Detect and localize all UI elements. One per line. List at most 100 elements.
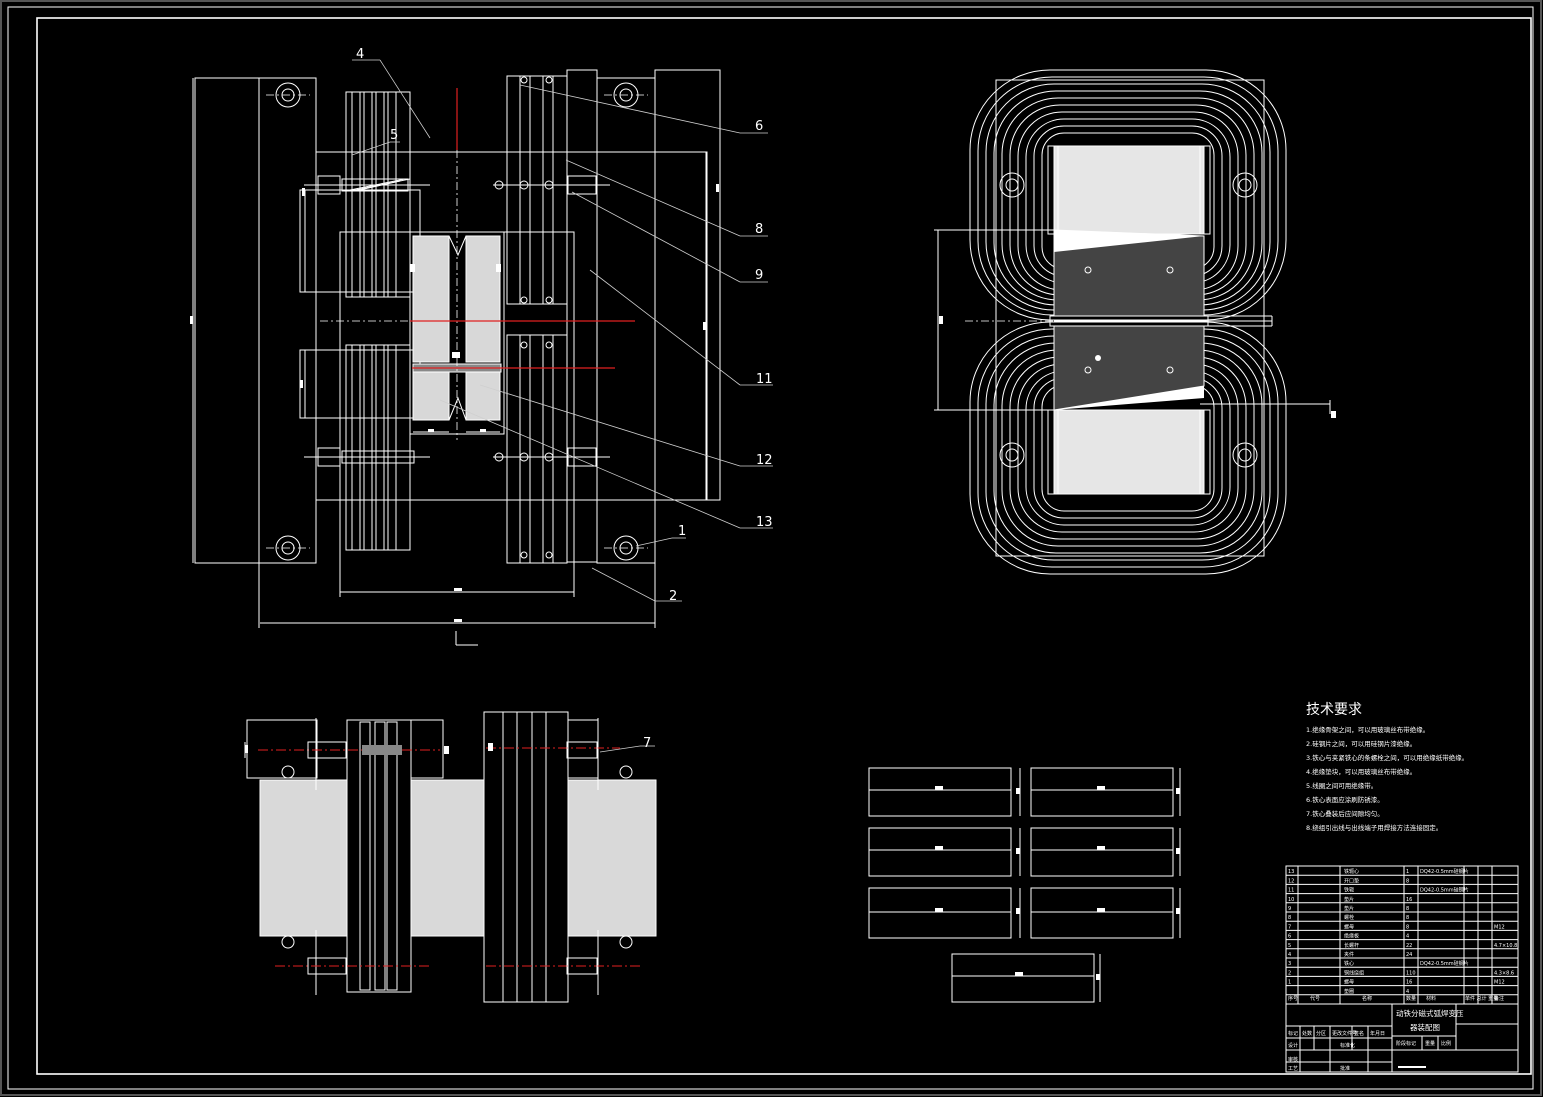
label-6: 6 bbox=[755, 119, 763, 134]
table-cell-note: M12 bbox=[1494, 980, 1505, 986]
tb-label-review: 审核 bbox=[1288, 1056, 1298, 1063]
tech-req-item-7: 7.铁心叠装后应间隙均匀。 bbox=[1306, 809, 1384, 818]
bolt-bottom-left bbox=[304, 447, 430, 467]
table-cell-name: 铁轭心 bbox=[1344, 868, 1359, 875]
moving-core bbox=[1053, 229, 1205, 411]
table-cell-name: 螺栓 bbox=[1344, 914, 1354, 921]
table-cell-note: 4.7×10.8 bbox=[1494, 943, 1517, 949]
tb-label-design: 设计 bbox=[1288, 1042, 1298, 1049]
table-cell-no: 12 bbox=[1288, 878, 1294, 884]
label-5: 5 bbox=[390, 128, 398, 143]
tech-req-item-2: 2.硅钢片之间，可以用硅钢片漆绝缘。 bbox=[1306, 739, 1416, 748]
table-cell-name: 垫片 bbox=[1344, 896, 1354, 903]
table-cell-no: 9 bbox=[1288, 906, 1291, 912]
table-cell-name: 铜线绕组 bbox=[1344, 969, 1364, 976]
table-header-no: 序号 bbox=[1288, 995, 1298, 1002]
tech-requirements-title: 技术要求 bbox=[1306, 702, 1362, 718]
core-bottom-block bbox=[1053, 409, 1205, 495]
tech-req-item-3: 3.铁心与夹紧铁心的条螺栓之间，可以用绝缘纸带绝缘。 bbox=[1306, 753, 1468, 762]
table-cell-qty: 4 bbox=[1406, 934, 1409, 940]
table-cell-no: 2 bbox=[1288, 970, 1291, 976]
tb-label-date: 年月日 bbox=[1370, 1030, 1385, 1037]
table-cell-no: 8 bbox=[1288, 915, 1291, 921]
label-9: 9 bbox=[755, 268, 763, 283]
left-coil-plates bbox=[345, 91, 411, 551]
table-cell-qty: 8 bbox=[1406, 878, 1409, 884]
table-cell-no: 3 bbox=[1288, 961, 1291, 967]
table-cell-qty: 4 bbox=[1406, 989, 1409, 995]
coil-body-side bbox=[259, 779, 657, 937]
bolt-top-left bbox=[304, 175, 430, 195]
label-13: 13 bbox=[756, 515, 773, 530]
plan-view bbox=[934, 69, 1336, 575]
side-view: 7 bbox=[244, 711, 657, 1003]
table-header-qty: 数量 bbox=[1406, 995, 1416, 1002]
tech-req-item-5: 5.线圈之间可用绝缘带。 bbox=[1306, 781, 1377, 790]
tech-req-item-4: 4.绝缘垫块，可以用玻璃丝布带绝缘。 bbox=[1306, 767, 1416, 776]
drawing-title-line2: 器装配图 bbox=[1410, 1022, 1440, 1032]
table-cell-name: 开口垫 bbox=[1344, 877, 1359, 884]
label-8: 8 bbox=[755, 222, 763, 237]
tech-req-item-8: 8.绕组引出线与出线端子用焊接方法连接固定。 bbox=[1306, 823, 1442, 832]
tb-stage-scale: 比例 bbox=[1441, 1040, 1451, 1047]
table-header-weight: 单件 总计 重量 bbox=[1465, 995, 1498, 1002]
tb-stage-weight: 重量 bbox=[1425, 1040, 1435, 1047]
label-1: 1 bbox=[678, 524, 686, 539]
table-cell-name: 垫片 bbox=[1344, 905, 1354, 912]
table-cell-name: 铁轭 bbox=[1344, 887, 1354, 894]
table-cell-qty: 110 bbox=[1406, 970, 1416, 976]
table-cell-no: 10 bbox=[1288, 897, 1294, 903]
right-coil-plates bbox=[506, 75, 568, 564]
tb-label-sign: 签名 bbox=[1354, 1030, 1364, 1037]
table-cell-name: 夹件 bbox=[1344, 951, 1354, 958]
table-cell-qty: 16 bbox=[1406, 897, 1412, 903]
table-cell-qty: 24 bbox=[1406, 952, 1412, 958]
tb-label-approve: 批准 bbox=[1340, 1065, 1350, 1072]
table-cell-material: DQ42-0.5mm硅钢片 bbox=[1420, 887, 1469, 894]
table-cell-name: 铁心 bbox=[1344, 960, 1354, 967]
table-header-material: 材料 bbox=[1426, 995, 1436, 1002]
label-12: 12 bbox=[756, 453, 773, 468]
table-cell-no: 4 bbox=[1288, 952, 1291, 958]
tb-label-mark: 标记 bbox=[1288, 1030, 1298, 1037]
sheet-border-inner bbox=[36, 17, 1532, 1075]
table-cell-note: M12 bbox=[1494, 924, 1505, 930]
tb-label-docno: 更改文件号 bbox=[1332, 1030, 1357, 1037]
core-top-block bbox=[1053, 145, 1205, 235]
table-cell-no: 5 bbox=[1288, 943, 1291, 949]
table-cell-no: 1 bbox=[1288, 980, 1291, 986]
table-header-name: 名称 bbox=[1362, 995, 1372, 1002]
table-cell-name: 绝缘板 bbox=[1344, 933, 1359, 940]
tb-label-zone: 分区 bbox=[1316, 1030, 1326, 1037]
table-cell-no: 11 bbox=[1288, 888, 1294, 894]
drawing-title-line1: 动铁分磁式弧焊变压 bbox=[1396, 1008, 1464, 1018]
table-cell-qty: 8 bbox=[1406, 915, 1409, 921]
label-7: 7 bbox=[643, 736, 651, 751]
label-2: 2 bbox=[669, 589, 677, 604]
table-cell-qty: 1 bbox=[1406, 869, 1409, 875]
table-header-note: 备注 bbox=[1494, 995, 1504, 1002]
table-cell-name: 长螺杆 bbox=[1344, 942, 1359, 949]
table-cell-note: 4.3×8.6 bbox=[1494, 970, 1514, 976]
table-cell-no: 7 bbox=[1288, 924, 1291, 930]
front-view: 4 5 6 8 9 11 12 13 1 2 bbox=[190, 47, 773, 646]
table-cell-name: 垫圈 bbox=[1344, 988, 1354, 995]
tb-label-standard: 标准化 bbox=[1340, 1042, 1355, 1049]
table-cell-qty: 22 bbox=[1406, 943, 1412, 949]
tech-requirements: 技术要求 1.绝缘骨架之间，可以用玻璃丝布带绝缘。 2.硅钢片之间，可以用硅钢片… bbox=[1306, 702, 1468, 832]
table-cell-qty: 8 bbox=[1406, 924, 1409, 930]
bolt-right bbox=[493, 76, 610, 559]
table-cell-material: DQ42-0.5mm硅钢片 bbox=[1420, 960, 1469, 967]
corner-bolts bbox=[266, 82, 648, 561]
table-cell-material: DQ42-0.5mm硅钢片 bbox=[1420, 868, 1469, 875]
tech-req-item-1: 1.绝缘骨架之间，可以用玻璃丝布带绝缘。 bbox=[1306, 725, 1429, 734]
table-cell-name: 螺母 bbox=[1344, 979, 1354, 986]
detail-parts bbox=[868, 767, 1181, 1003]
title-block: 动铁分磁式弧焊变压 器装配图 标记 处数 分区 更改文件号 签名 年月日 设计 … bbox=[1285, 1003, 1519, 1073]
table-cell-no: 13 bbox=[1288, 869, 1294, 875]
table-cell-qty: 16 bbox=[1406, 980, 1412, 986]
tb-label-process: 工艺 bbox=[1288, 1066, 1298, 1072]
table-cell-name: 螺母 bbox=[1344, 923, 1354, 930]
